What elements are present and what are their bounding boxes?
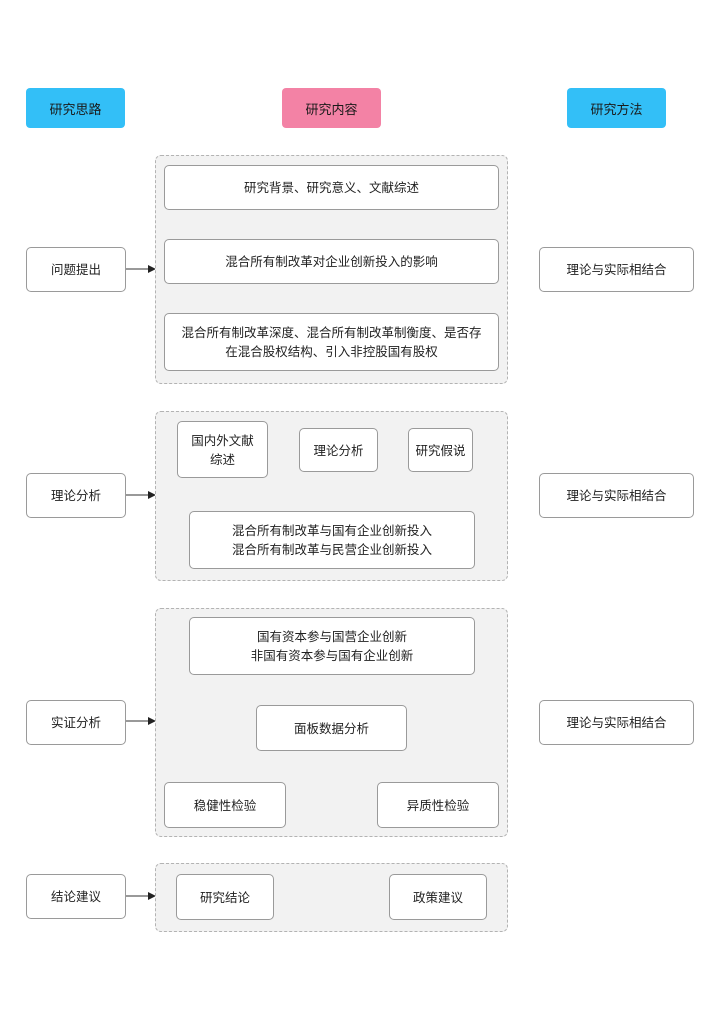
s3-robust-box: 稳健性检验 (164, 782, 286, 828)
method-box-1: 理论与实际相结合 (539, 247, 694, 292)
s3-capital-line-1: 国有资本参与国营企业创新 (256, 629, 407, 644)
s2-hypothesis-box: 研究假说 (408, 428, 473, 472)
s3-capital-line-2: 非国有资本参与国有企业创新 (250, 648, 414, 663)
s1-dimensions-box: 混合所有制改革深度、混合所有制改革制衡度、是否存 在混合股权结构、引入非控股国有… (164, 313, 499, 371)
s2-relationship-box: 混合所有制改革与国有企业创新投入 混合所有制改革与民营企业创新投入 (189, 511, 475, 569)
step-empirical: 实证分析 (26, 700, 126, 745)
s1-dimensions-line-2: 在混合股权结构、引入非控股国有股权 (225, 344, 438, 359)
s2-relationship-line-1: 混合所有制改革与国有企业创新投入 (231, 523, 432, 538)
s1-dimensions-line-1: 混合所有制改革深度、混合所有制改革制衡度、是否存 (181, 325, 482, 340)
s1-background-box: 研究背景、研究意义、文献综述 (164, 165, 499, 210)
s2-literature-box: 国内外文献 综述 (177, 421, 268, 478)
s4-conclusion-box: 研究结论 (176, 874, 274, 920)
method-box-3: 理论与实际相结合 (539, 700, 694, 745)
header-research-approach: 研究思路 (26, 88, 125, 128)
s2-theory-box: 理论分析 (299, 428, 378, 472)
s2-literature-line-1: 国内外文献 (191, 432, 254, 448)
s2-relationship-line-2: 混合所有制改革与民营企业创新投入 (231, 542, 432, 557)
header-research-method: 研究方法 (567, 88, 666, 128)
s4-policy-box: 政策建议 (389, 874, 487, 920)
s3-capital-box: 国有资本参与国营企业创新 非国有资本参与国有企业创新 (189, 617, 475, 675)
header-research-content: 研究内容 (282, 88, 381, 128)
s3-panel-box: 面板数据分析 (256, 705, 407, 751)
s3-hetero-box: 异质性检验 (377, 782, 499, 828)
s1-impact-box: 混合所有制改革对企业创新投入的影响 (164, 239, 499, 284)
step-theory: 理论分析 (26, 473, 126, 518)
method-box-2: 理论与实际相结合 (539, 473, 694, 518)
step-conclusion: 结论建议 (26, 874, 126, 919)
s2-literature-line-2: 综述 (209, 451, 235, 467)
step-problem: 问题提出 (26, 247, 126, 292)
